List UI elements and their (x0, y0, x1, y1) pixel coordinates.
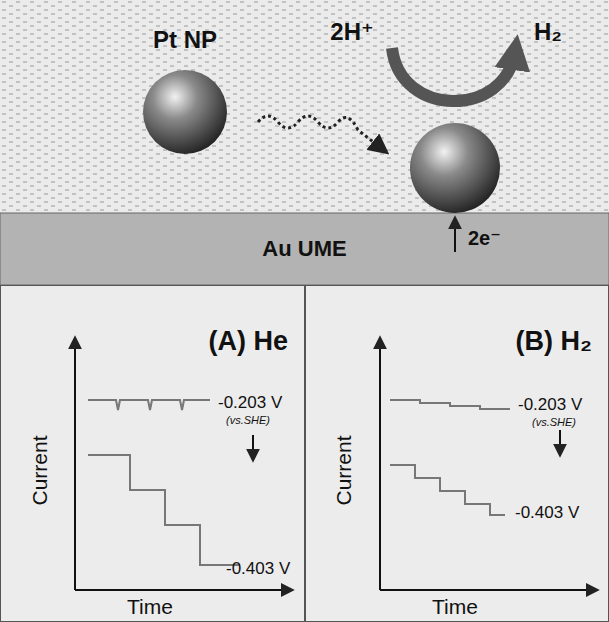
species-label: H₂ (534, 20, 562, 44)
electrode-label: Au UME (262, 236, 346, 262)
current-trace (390, 465, 505, 515)
nanoparticle (410, 123, 500, 213)
reference-label: (vs.SHE) (226, 415, 270, 426)
electrode-band (0, 213, 609, 285)
panel-ground (0, 285, 609, 622)
axis-label: Current (333, 435, 354, 505)
plot-axes (75, 338, 292, 590)
reaction-arrow (392, 48, 515, 101)
potential-label: -0.403 V (226, 560, 290, 577)
potential-label: -0.203 V (518, 396, 582, 413)
axis-label: Time (127, 596, 173, 617)
potential-label: -0.403 V (515, 504, 579, 521)
diffusion-arrow (258, 116, 386, 152)
electron-arrow (454, 218, 456, 252)
shift-arrow (252, 435, 254, 460)
axis-label: Current (29, 435, 50, 505)
reference-label: (vs.SHE) (532, 417, 576, 428)
electrolyte (0, 0, 609, 213)
panel-title: (A) He (1, 326, 288, 357)
electrode-band: Au UME (0, 213, 609, 285)
nanoparticle (143, 70, 227, 154)
axis-label: Time (432, 596, 478, 617)
panel-title: (B) H₂ (306, 326, 592, 357)
current-trace (88, 400, 210, 410)
current-trace (390, 400, 510, 409)
species-label: 2H⁺ (330, 20, 373, 44)
current-trace (88, 455, 240, 565)
potential-label: -0.203 V (218, 394, 282, 411)
shift-arrow (559, 430, 561, 455)
plot-axes (380, 338, 597, 590)
electron-label: 2e⁻ (468, 228, 501, 248)
particle-label: Pt NP (153, 28, 217, 52)
